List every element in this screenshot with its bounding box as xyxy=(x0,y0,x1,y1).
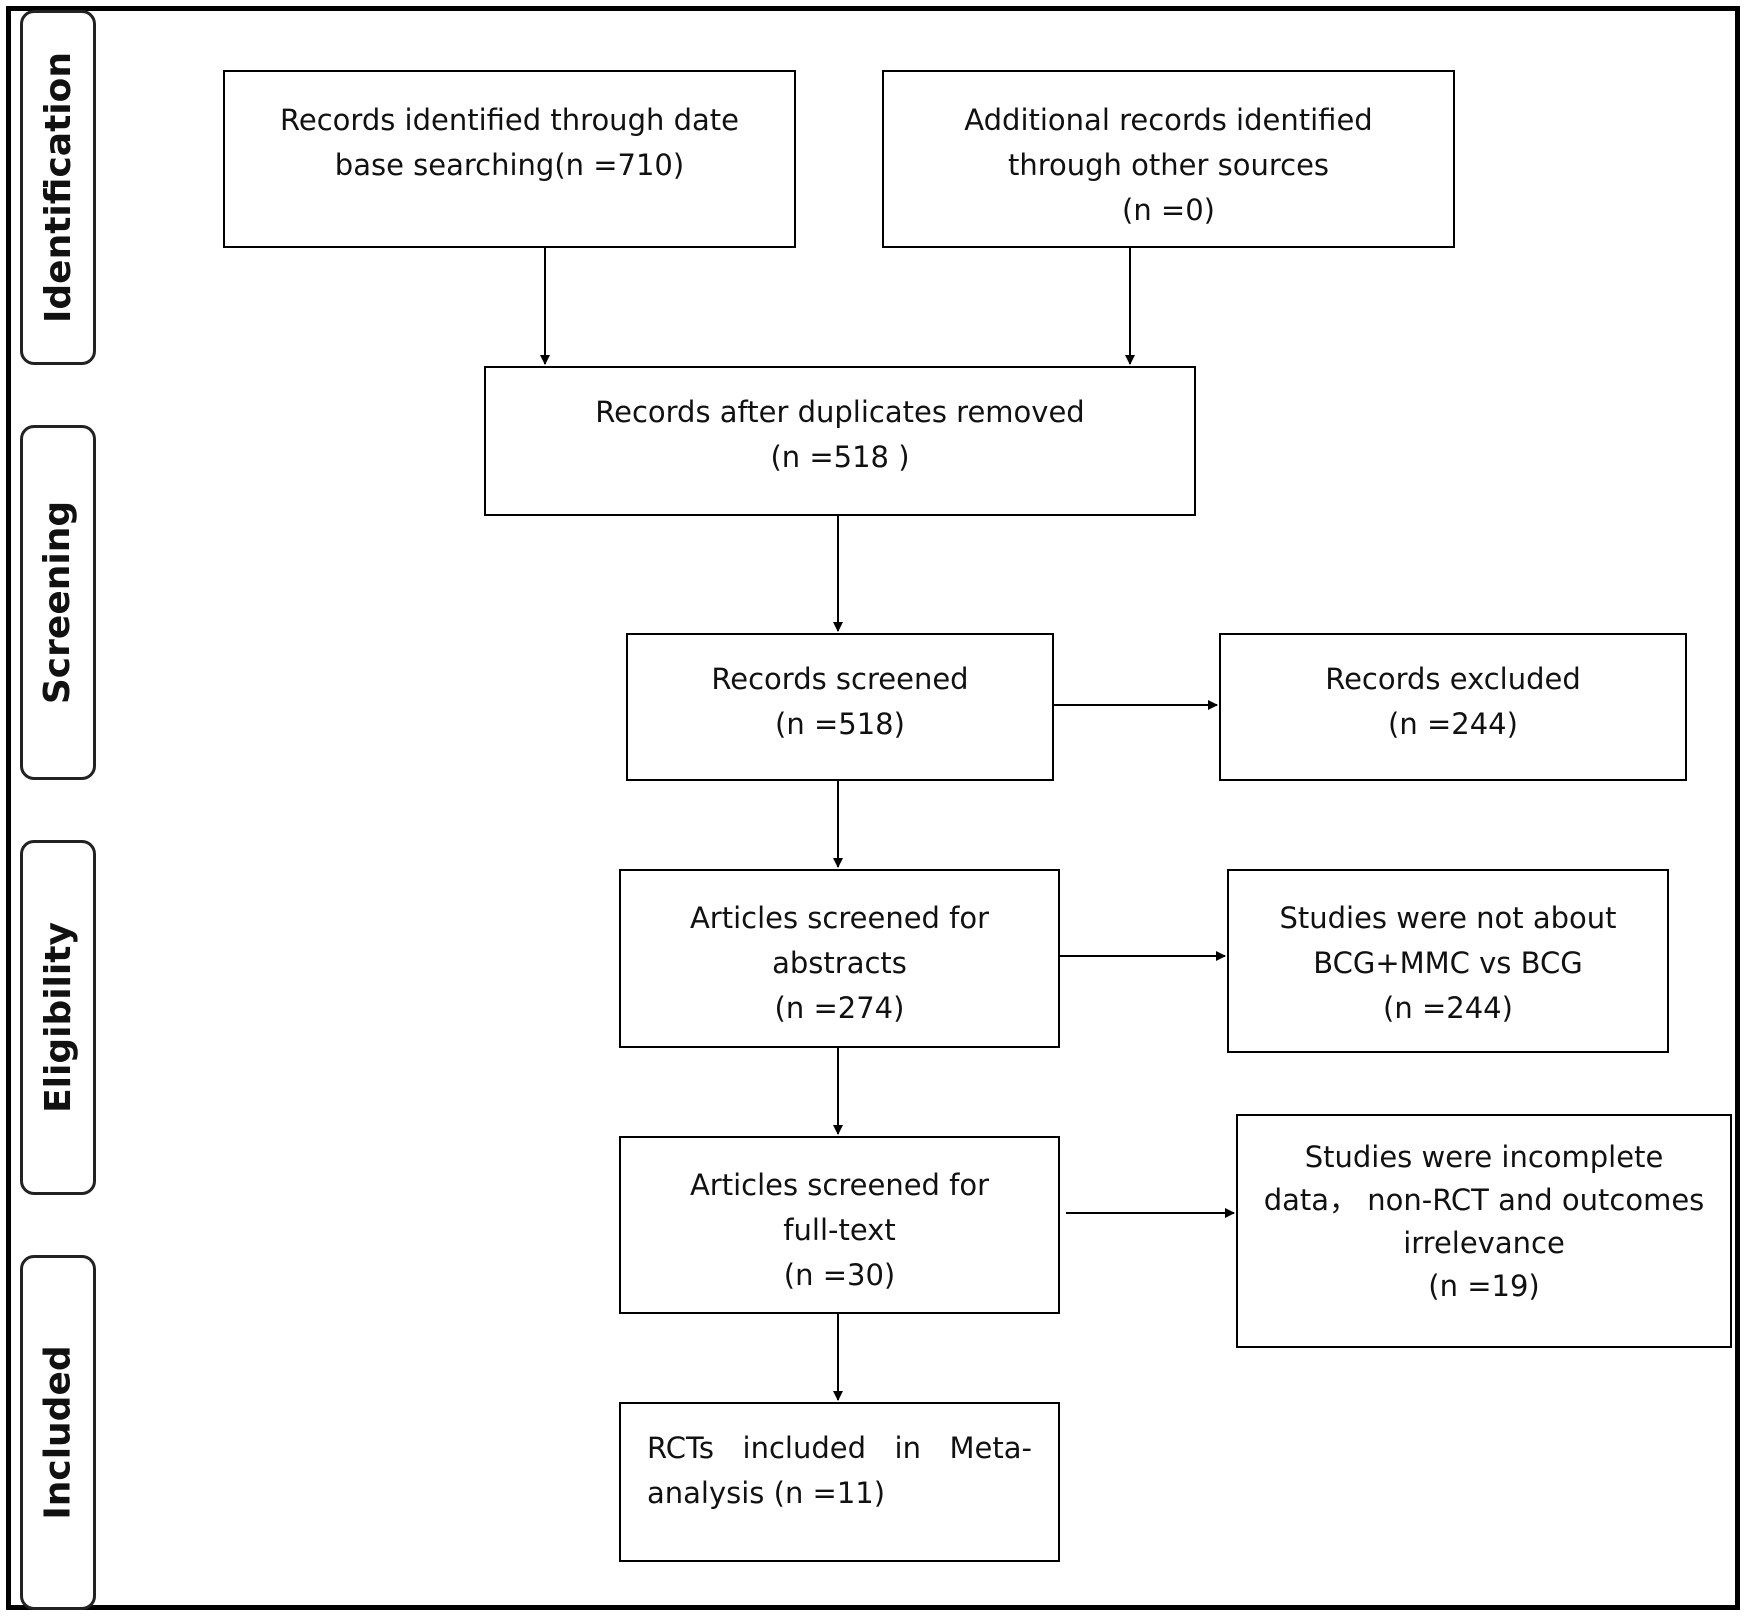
box-records-excluded-line2: (n =244) xyxy=(1388,707,1518,741)
box-studies-incomplete-line4: (n =19) xyxy=(1428,1269,1540,1303)
box-studies-incomplete-line2: data， non-RCT and outcomes xyxy=(1263,1183,1705,1217)
box-records-excluded: Records excluded (n =244) xyxy=(1219,633,1687,781)
stage-identification: Identification xyxy=(20,10,96,365)
box-other-sources-line1: Additional records identified xyxy=(964,103,1373,137)
box-records-excluded-line1: Records excluded xyxy=(1325,662,1581,696)
box-studies-not-about-line2: BCG+MMC vs BCG xyxy=(1313,946,1583,980)
box-articles-abstracts-line2: abstracts xyxy=(772,946,907,980)
box-database-records-line2: base searching(n =710) xyxy=(334,148,685,182)
box-articles-abstracts-line1: Articles screened for xyxy=(689,901,990,935)
box-after-duplicates: Records after duplicates removed (n =518… xyxy=(484,366,1196,516)
box-studies-incomplete-line1: Studies were incomplete xyxy=(1304,1140,1664,1174)
box-articles-fulltext-line3: (n =30) xyxy=(783,1258,896,1292)
box-articles-fulltext-line2: full-text xyxy=(783,1213,896,1247)
box-database-records: Records identified through date base sea… xyxy=(223,70,796,248)
box-records-screened: Records screened (n =518) xyxy=(626,633,1054,781)
box-records-screened-line2: (n =518) xyxy=(775,707,905,741)
box-after-duplicates-line2: (n =518 ) xyxy=(770,440,910,474)
box-rcts-included-text: RCTs included in Meta-analysis (n =11) xyxy=(647,1431,1032,1510)
box-articles-abstracts: Articles screened for abstracts (n =274) xyxy=(619,869,1060,1048)
box-other-sources-line2: through other sources xyxy=(1007,148,1330,182)
box-rcts-included: RCTs included in Meta-analysis (n =11) xyxy=(619,1402,1060,1562)
box-articles-abstracts-line3: (n =274) xyxy=(774,991,905,1025)
diagram-frame xyxy=(6,6,1740,1610)
box-studies-not-about-line1: Studies were not about xyxy=(1279,901,1617,935)
box-studies-not-about: Studies were not about BCG+MMC vs BCG (n… xyxy=(1227,869,1669,1053)
stage-included: Included xyxy=(20,1255,96,1610)
stage-eligibility: Eligibility xyxy=(20,840,96,1195)
box-other-sources: Additional records identified through ot… xyxy=(882,70,1455,248)
box-studies-not-about-line3: (n =244) xyxy=(1383,991,1513,1025)
box-database-records-line1: Records identified through date xyxy=(280,103,739,137)
box-articles-fulltext: Articles screened for full-text (n =30) xyxy=(619,1136,1060,1314)
box-studies-incomplete-line3: irrelevance xyxy=(1403,1226,1565,1260)
box-studies-incomplete: Studies were incomplete data， non-RCT an… xyxy=(1236,1114,1732,1348)
stage-screening: Screening xyxy=(20,425,96,780)
box-other-sources-line3: (n =0) xyxy=(1122,193,1215,227)
box-records-screened-line1: Records screened xyxy=(711,662,969,696)
box-after-duplicates-line1: Records after duplicates removed xyxy=(595,395,1085,429)
box-articles-fulltext-line1: Articles screened for xyxy=(689,1168,990,1202)
